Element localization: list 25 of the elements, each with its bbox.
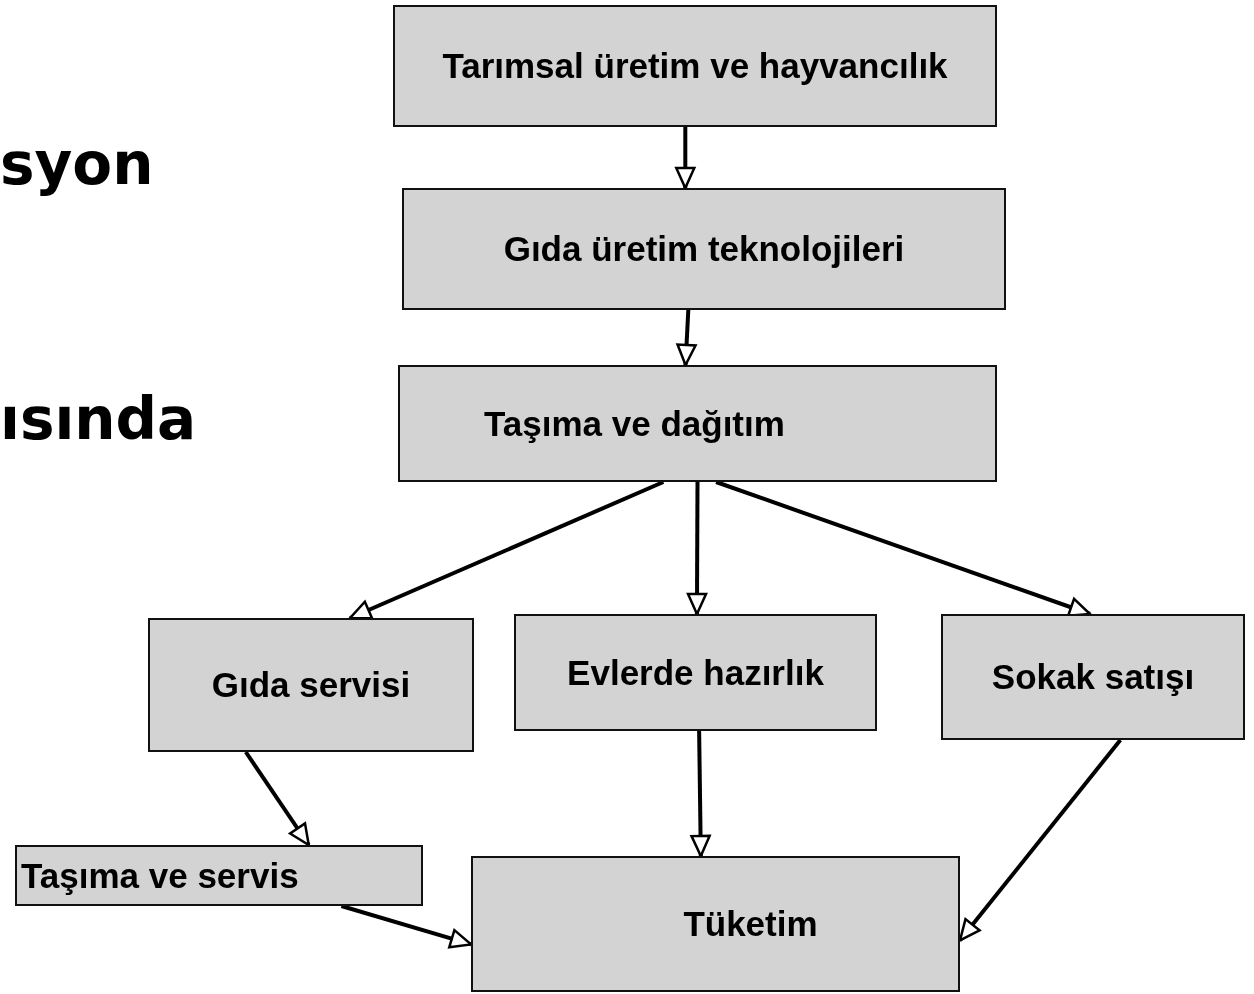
box-label: Taşıma ve dağıtım	[484, 403, 785, 444]
arrow	[348, 480, 665, 620]
arrow	[340, 904, 473, 949]
box-label: Evlerde hazırlık	[567, 652, 824, 693]
arrow	[686, 482, 708, 616]
box-label: Taşıma ve servis	[21, 855, 299, 896]
process-box	[15, 845, 423, 906]
process-box	[393, 5, 997, 127]
arrow	[244, 750, 311, 847]
heading-fragment: ısında	[0, 385, 197, 453]
arrow	[675, 127, 696, 190]
box-label: Sokak satışı	[991, 657, 1195, 697]
box-label: Tarımsal üretim ve hayvancılık	[442, 46, 948, 86]
arrow	[690, 730, 711, 858]
box-label: Gıda üretim teknolojileri	[503, 229, 905, 269]
process-box	[514, 614, 877, 731]
process-box	[398, 365, 997, 482]
process-box	[402, 188, 1006, 310]
arrow	[676, 309, 697, 367]
box-label: Gıda servisi	[211, 665, 411, 705]
heading-fragment: syon	[0, 130, 154, 198]
box-label: Tüketim	[683, 904, 818, 944]
process-box	[941, 614, 1245, 740]
process-box	[471, 856, 960, 992]
process-box	[148, 618, 474, 752]
